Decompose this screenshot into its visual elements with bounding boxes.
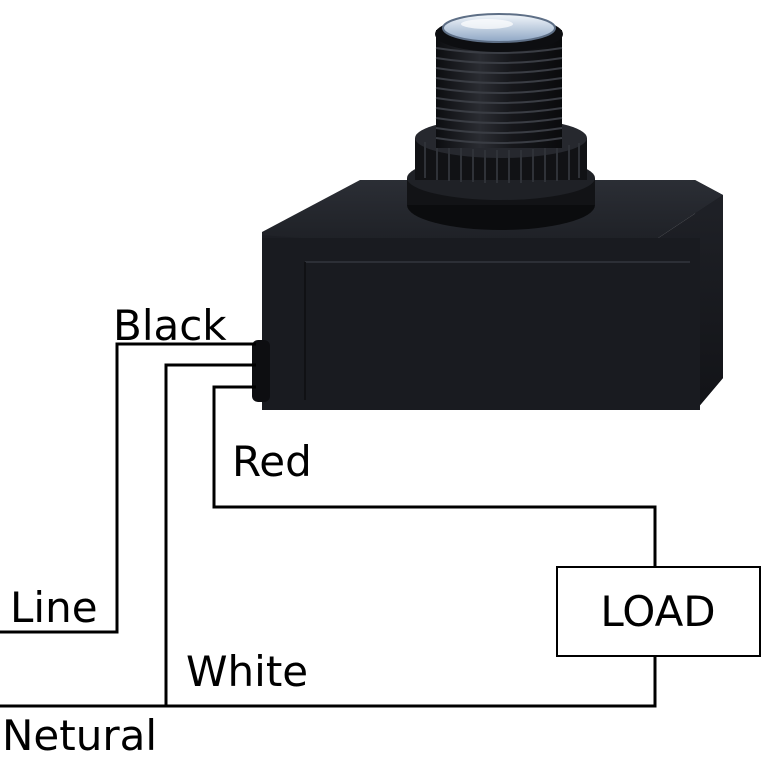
label-red: Red <box>232 437 312 486</box>
white-wire <box>0 363 256 708</box>
label-load: LOAD <box>600 587 715 636</box>
neutral-line <box>166 656 657 708</box>
label-white: White <box>186 647 308 696</box>
wire-grommet <box>252 340 270 402</box>
label-black: Black <box>113 301 227 350</box>
photocell-device <box>252 13 723 410</box>
label-neutral: Netural <box>2 711 157 760</box>
box-front-panel <box>262 238 700 410</box>
wires <box>0 342 657 708</box>
black-wire <box>0 342 256 634</box>
load-box <box>556 566 761 657</box>
label-line: Line <box>10 583 98 632</box>
red-wire <box>212 385 657 567</box>
